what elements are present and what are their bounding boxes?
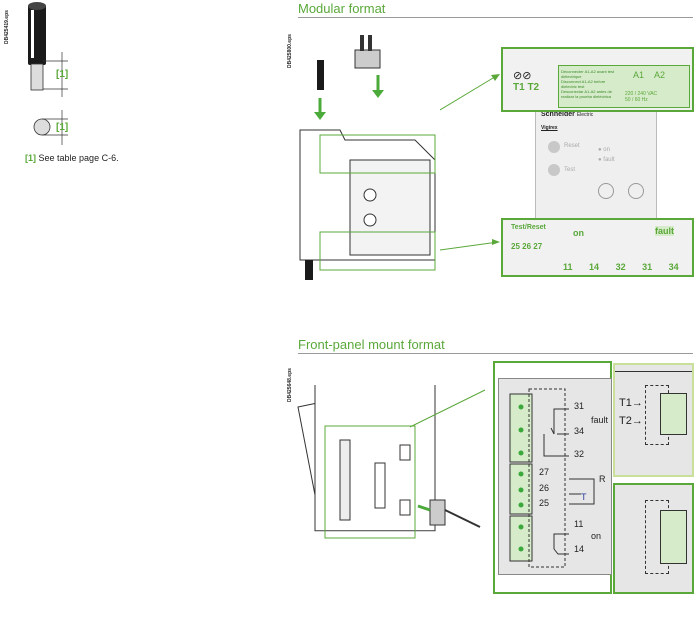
top-terminal-callout: ⊘⊘ T1 T2 Déconnecter A1-A2 avant test di…: [501, 47, 694, 112]
on-label: on: [573, 228, 584, 238]
cable-stripping-diagram: [28, 2, 68, 145]
figure-ref-code: DB425419.eps: [4, 10, 10, 44]
test-contact-label: T: [581, 492, 587, 502]
test-label: Test: [564, 167, 576, 173]
reset-button[interactable]: [548, 141, 560, 153]
terminal-32: 32: [574, 449, 585, 459]
section-title-front-panel: Front-panel mount format: [298, 337, 445, 352]
modular-device-illustration: [299, 35, 445, 280]
led-on: ● on: [598, 147, 610, 153]
terminal-screws: ⊘⊘: [513, 70, 532, 82]
delay-dial[interactable]: [628, 183, 644, 199]
dimension-label-2: [1]: [56, 122, 69, 133]
terminal-27: 27: [539, 467, 550, 477]
supply-connector: [660, 510, 687, 564]
warning-label: Déconnecter A1-A2 avant test diélectriqu…: [558, 65, 690, 108]
terminal-26: 26: [539, 483, 550, 493]
section-title-modular: Modular format: [298, 1, 386, 16]
led-fault: ● fault: [598, 157, 615, 163]
terminal-11: 11: [574, 519, 584, 529]
fault-label: fault: [591, 415, 609, 425]
test-terminals: 25 26 27: [511, 242, 543, 251]
terminal-31: 31: [574, 401, 585, 411]
footnote-text: See table page C-6.: [38, 153, 119, 163]
brand-logo: Schneider Electric: [541, 111, 594, 118]
front-panel-device-illustration: [297, 385, 486, 539]
front-face-panel: Schneider Electric Vigirex Reset Test ● …: [535, 100, 657, 222]
t1-label: T1→: [619, 397, 643, 409]
product-name: Vigirex: [541, 125, 558, 131]
toroid-input-callout: T1→ T2→: [613, 363, 694, 477]
figure-ref-code: DB425800.eps: [287, 34, 293, 68]
section-divider: [298, 353, 693, 354]
terminal-25: 25: [539, 498, 550, 508]
t2-label: T2→: [619, 415, 643, 427]
supply-terminals: A1 A2: [633, 70, 666, 80]
section-divider: [298, 17, 693, 18]
relay-terminals: 11 14 32 31 34: [563, 262, 679, 272]
dimension-label: [1]: [56, 69, 69, 80]
sensitivity-dial[interactable]: [598, 183, 614, 199]
wiring-diagram-callout: 31 34 32 fault 27 26 25 R T 11 14 on: [493, 361, 612, 594]
test-button[interactable]: [548, 164, 560, 176]
fault-label: fault: [655, 226, 674, 236]
reset-label: Reset: [564, 143, 580, 149]
terminal-34: 34: [574, 426, 585, 436]
wiring-schematic: [509, 388, 595, 568]
reset-contact-label: R: [599, 474, 606, 484]
test-reset-label: Test/Reset: [511, 224, 546, 231]
toroid-connector: [660, 393, 687, 435]
supply-connector-callout: [613, 483, 694, 594]
footnote: [1] See table page C-6.: [25, 153, 119, 163]
callout-arrows: [440, 74, 500, 251]
terminal-14: 14: [574, 544, 585, 554]
on-label: on: [591, 531, 602, 541]
bottom-terminal-callout: Test/Reset on fault 25 26 27 11 14 32 31…: [501, 218, 694, 277]
footnote-marker: [1]: [25, 153, 36, 163]
terminal-labels-t: T1 T2: [513, 82, 540, 93]
wiring-panel: 31 34 32 fault 27 26 25 R T 11 14 on: [498, 378, 612, 575]
